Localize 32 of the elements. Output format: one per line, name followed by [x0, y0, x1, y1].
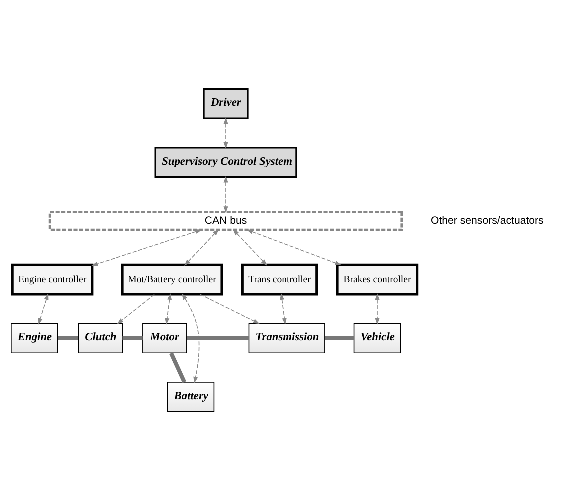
connector — [170, 352, 186, 383]
node-box: Trans controller — [241, 263, 318, 296]
node-box: Transmission — [248, 322, 326, 354]
node-box: Brakes controller — [336, 263, 419, 296]
arrow — [184, 228, 220, 266]
arrow — [375, 292, 380, 324]
label: Other sensors/actuators — [430, 214, 544, 226]
arrow — [165, 293, 172, 324]
arrow — [200, 294, 260, 324]
connector — [122, 336, 143, 340]
node-box: Vehicle — [354, 322, 402, 354]
node-box: Engine — [11, 322, 58, 354]
node-box: Supervisory Control System — [154, 146, 298, 178]
arrow — [117, 294, 155, 324]
node-box: Engine controller — [11, 263, 94, 296]
arrow — [232, 228, 268, 266]
connector — [325, 336, 354, 340]
arrow — [246, 229, 342, 266]
node-box: Driver — [203, 88, 249, 119]
arrow — [38, 293, 49, 324]
arrow — [92, 229, 202, 266]
connector — [187, 336, 250, 340]
node-box: Clutch — [78, 322, 123, 354]
node-box: Battery — [167, 382, 215, 412]
node-box: Motor — [142, 322, 188, 354]
arrow — [224, 117, 228, 149]
connector — [58, 336, 78, 340]
node-box: Mot/Battery controller — [121, 263, 224, 296]
arrow — [224, 176, 228, 213]
node-box: CAN bus — [48, 210, 404, 231]
arrow — [182, 293, 200, 384]
arrow — [280, 293, 287, 324]
